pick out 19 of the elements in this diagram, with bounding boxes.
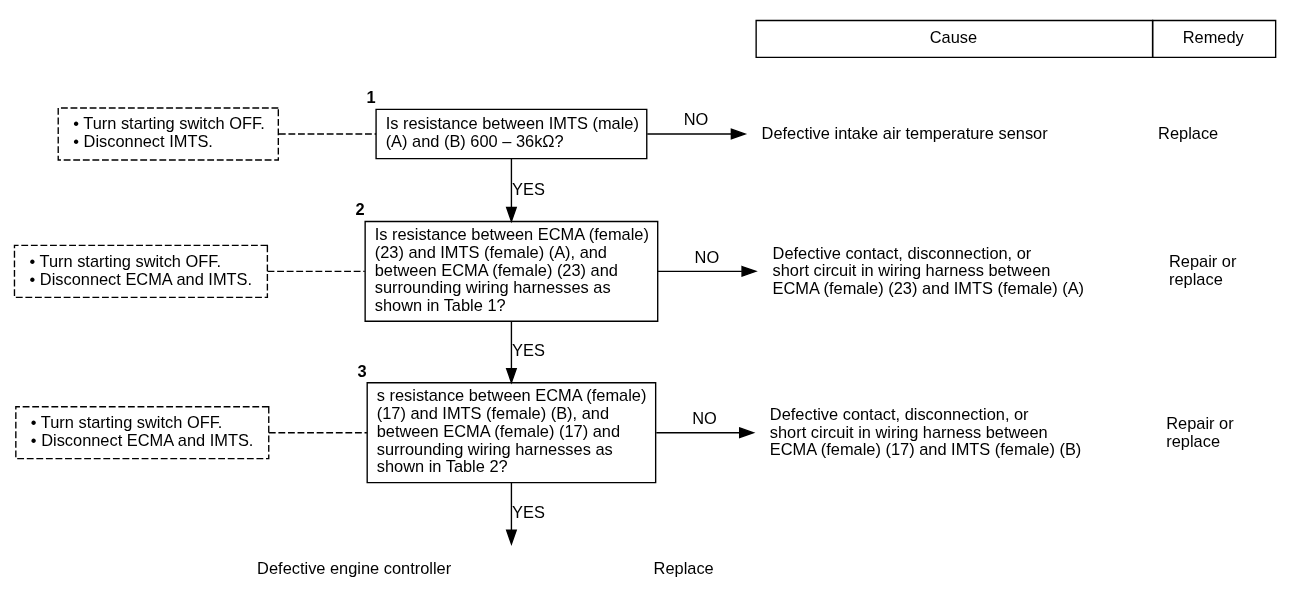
node-label: Repair or replace	[1165, 413, 1234, 450]
node-label: Replace	[653, 558, 714, 577]
label: Cause	[929, 28, 977, 47]
node-label: 1	[366, 88, 376, 107]
node-text: Defective intake air temperature sensor	[761, 123, 1048, 142]
edge-label: YES	[511, 341, 545, 360]
edge-label: YES	[511, 502, 545, 521]
edge-label: NO	[683, 110, 708, 129]
edge-label: YES	[511, 179, 545, 198]
node-label: Repair or replace	[1168, 252, 1236, 289]
edge-label: NO	[694, 247, 719, 266]
edge-label: NO	[691, 408, 717, 427]
node-label: 2	[355, 200, 365, 219]
node-label: 3	[357, 361, 367, 380]
node-text: Defective contact, disconnection, or short circuit in wiring harness between ECMA (female) (17) and IMTS (female) (B)	[769, 404, 1081, 459]
label: Remedy	[1182, 28, 1244, 47]
node-text: Defective contact, disconnection, or short circuit in wiring harness between ECMA (female) (23) and IMTS (female) (A)	[772, 243, 1084, 298]
node-label: Replace	[1157, 123, 1218, 142]
node-text: Defective engine controller	[256, 558, 451, 577]
